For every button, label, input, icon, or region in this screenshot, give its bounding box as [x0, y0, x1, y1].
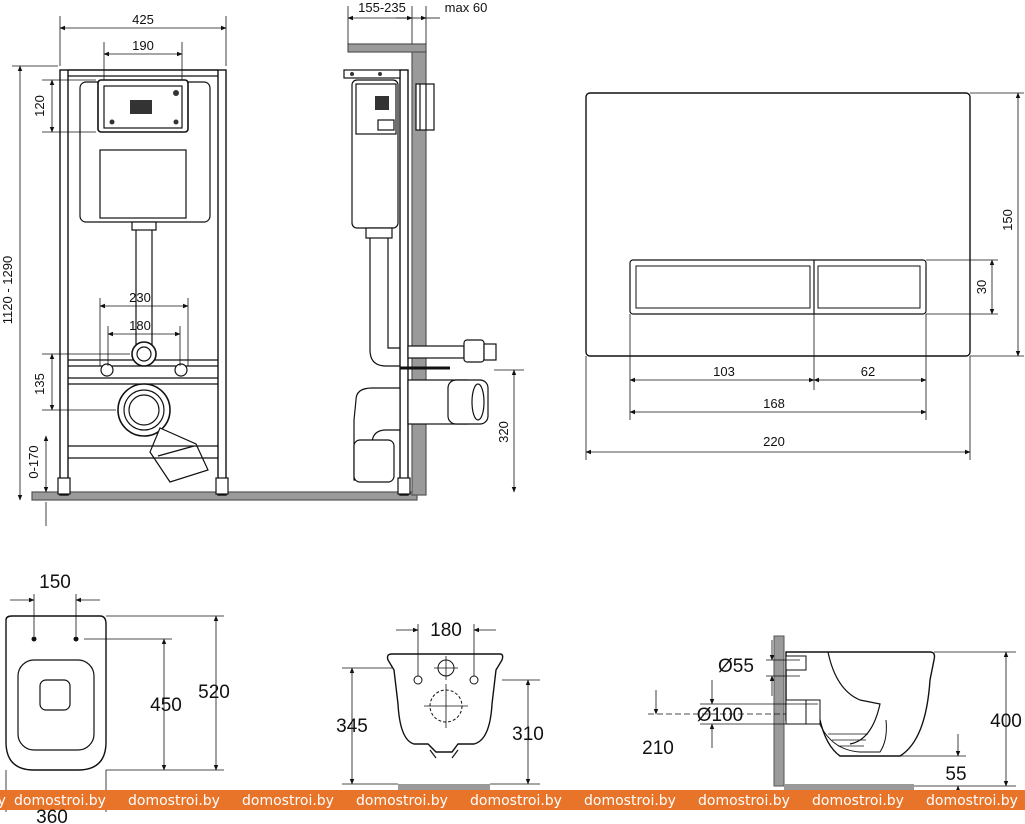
- watermark-text: domostroi.by: [128, 793, 220, 809]
- dim-inlet-diameter: Ø55: [718, 656, 754, 677]
- button-group: [629, 259, 927, 315]
- watermark-band: [0, 790, 1025, 810]
- frame-left-post: [59, 69, 69, 496]
- watermark-text: domostroi.by: [0, 793, 6, 809]
- dim-back-left-height: 345: [336, 716, 368, 737]
- dim-back-right-height: 310: [512, 724, 544, 745]
- dim-studs-inner: 180: [129, 318, 151, 333]
- dim-frame-width: 425: [132, 12, 154, 27]
- dim-depth-range: 155-235: [358, 0, 406, 15]
- watermark-text: domostroi.by: [242, 793, 334, 809]
- watermark-group: domostroi.by domostroi.by domostroi.by d…: [0, 793, 1018, 809]
- dim-studs-outer: 230: [129, 290, 151, 305]
- watermark-text: domostroi.by: [812, 793, 904, 809]
- dim-plate-height: 150: [1000, 209, 1015, 231]
- dim-plate-width: 220: [763, 434, 785, 449]
- watermark-text: domostroi.by: [584, 793, 676, 809]
- bowl-side-view: [648, 635, 1016, 810]
- dim-side-outlet-height: 210: [642, 738, 674, 759]
- dim-bottom-gap: 55: [945, 764, 966, 785]
- dim-back-hole-spacing: 180: [430, 620, 462, 641]
- dim-buttons-total: 168: [763, 396, 785, 411]
- dim-panel-width: 190: [132, 38, 154, 53]
- frame-front-view: [12, 16, 418, 526]
- flush-button-plate: [585, 92, 1024, 460]
- bowl-back-view: [342, 624, 540, 790]
- drain-outlet: [117, 383, 171, 437]
- dim-right-button: 62: [861, 364, 875, 379]
- bowl-outline-top: [5, 615, 107, 771]
- bowl-top-view: [5, 594, 224, 812]
- dim-outlet-diameter: Ø100: [697, 705, 743, 726]
- frame-right-post: [217, 69, 227, 496]
- flush-button-small: [817, 265, 921, 309]
- plate-outline: [585, 92, 971, 357]
- dim-left-button: 103: [713, 364, 735, 379]
- watermark-text: domostroi.by: [698, 793, 790, 809]
- watermark-text: domostroi.by: [470, 793, 562, 809]
- dim-bowl-hole-spacing: 150: [39, 572, 71, 593]
- bowl-rim: [17, 659, 95, 751]
- dim-foot-range: 0-170: [26, 445, 41, 478]
- dim-frame-height: 1120 - 1290: [0, 256, 15, 324]
- watermark-text: domostroi.by: [356, 793, 448, 809]
- flush-button-large: [635, 265, 811, 309]
- bowl-outline-back: [386, 653, 504, 753]
- dim-bowl-inner-length: 450: [150, 695, 182, 716]
- frame-side-view: [343, 6, 524, 496]
- dim-bowl-width: 360: [36, 807, 68, 824]
- dim-side-outlet-height: 320: [496, 421, 511, 443]
- bowl-drain: [39, 679, 71, 711]
- dim-max-wall: max 60: [445, 0, 488, 15]
- side-frame-post: [399, 69, 409, 496]
- water-inlet: [131, 341, 157, 367]
- side-wall-hatch: [773, 635, 785, 787]
- dim-panel-height: 120: [32, 95, 47, 117]
- dim-bowl-total-length: 520: [198, 682, 230, 703]
- dim-button-height: 30: [974, 280, 989, 294]
- dim-bowl-height: 400: [990, 711, 1022, 732]
- watermark-text: domostroi.by: [14, 793, 106, 809]
- watermark-text: domostroi.by: [926, 793, 1018, 809]
- dim-outlet-height: 135: [32, 373, 47, 395]
